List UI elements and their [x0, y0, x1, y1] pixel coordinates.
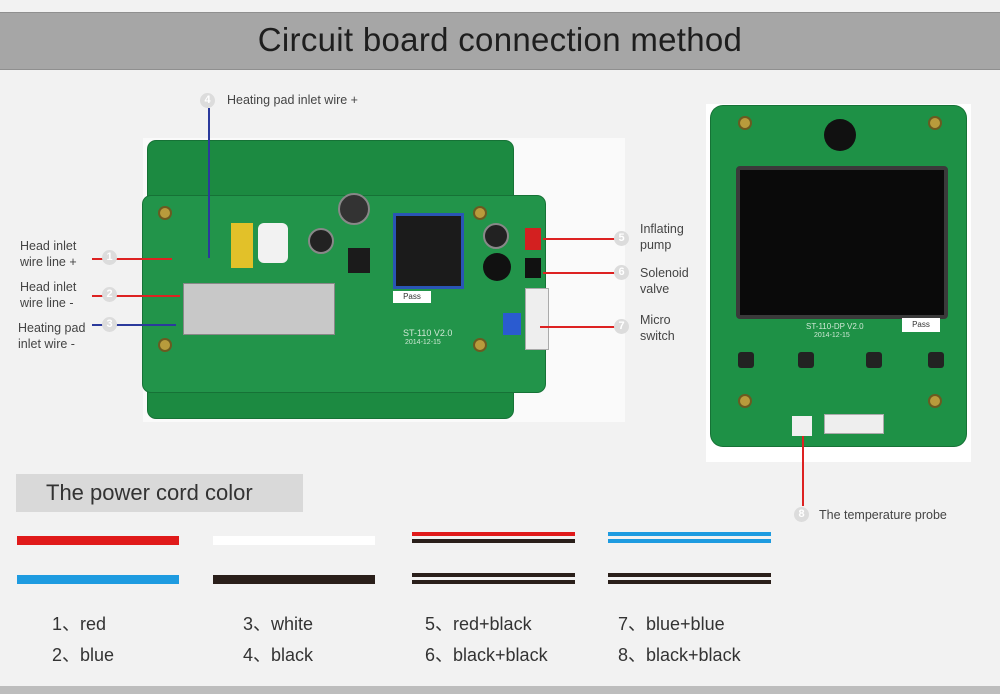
display-board-model: ST-110-DP V2.0	[806, 322, 864, 331]
button	[866, 352, 882, 368]
label-heating-pad-plus: Heating pad inlet wire +	[227, 93, 358, 107]
power-cord-heading: The power cord color	[16, 474, 303, 512]
button	[928, 352, 944, 368]
white-connector	[525, 288, 549, 350]
display-board-photo: ST-110-DP V2.0 2014-12-15 Pass	[706, 104, 971, 462]
label-temperature-probe: The temperature probe	[819, 508, 947, 522]
red-connector	[525, 228, 541, 250]
legend-item-5: 5、red+black	[425, 614, 532, 634]
pass-text: Pass	[912, 320, 930, 329]
ribbon-connector	[824, 414, 884, 434]
main-board-photo: Pass ST-110 V2.0 2014-12-15	[143, 138, 625, 422]
legend-item-3: 3、white	[243, 614, 314, 634]
mounting-hole	[473, 338, 487, 352]
heat-sink	[183, 283, 335, 335]
capacitor	[483, 223, 509, 249]
mounting-hole	[473, 206, 487, 220]
callout-number-2: 2	[102, 287, 117, 302]
capacitor	[308, 228, 334, 254]
relay	[231, 223, 253, 268]
black-connector	[525, 258, 541, 278]
callout-line-7	[540, 326, 615, 328]
mounting-hole	[158, 206, 172, 220]
legend-item-2: 2、blue	[52, 645, 115, 665]
callout-line-5	[543, 238, 615, 240]
callout-line-8	[802, 436, 804, 506]
label-inflating-pump: Inflating pump	[640, 222, 684, 252]
display-board-date: 2014-12-15	[814, 332, 850, 339]
swatch-black	[213, 575, 375, 584]
capacitor	[483, 253, 511, 281]
potentiometer	[258, 223, 288, 263]
swatch-blue	[17, 575, 179, 584]
blue-connector	[503, 313, 521, 335]
callout-line-4	[208, 108, 210, 258]
label-micro-switch: Micro switch	[640, 313, 675, 343]
button	[738, 352, 754, 368]
legend-item-1: 1、red	[52, 614, 107, 634]
swatch-black-black	[412, 573, 575, 584]
callout-number-7: 7	[614, 319, 629, 334]
buzzer	[824, 119, 856, 151]
legend-item-8: 8、black+black	[618, 645, 741, 665]
button	[798, 352, 814, 368]
callout-number-5: 5	[614, 231, 629, 246]
swatch-red	[17, 536, 179, 545]
callout-number-4: 4	[200, 93, 215, 108]
title-banner: Circuit board connection method	[0, 12, 1000, 70]
swatch-red-black	[412, 532, 575, 543]
probe-connector	[792, 416, 812, 436]
callout-number-3: 3	[102, 317, 117, 332]
main-board-date: 2014-12-15	[405, 339, 441, 346]
lcd-screen	[736, 166, 948, 319]
transformer	[393, 213, 464, 289]
label-heating-pad-minus: Heating pad inlet wire -	[18, 321, 86, 351]
callout-line-2	[92, 295, 180, 297]
ic-chip	[348, 248, 370, 273]
callout-line-1	[92, 258, 172, 260]
pass-sticker: Pass	[393, 291, 431, 303]
pass-sticker: Pass	[902, 318, 940, 332]
swatch-white	[213, 536, 375, 545]
pass-text: Pass	[403, 292, 421, 301]
main-board-model: ST-110 V2.0	[403, 328, 453, 338]
swatch-blue-blue	[608, 532, 771, 543]
callout-number-1: 1	[102, 250, 117, 265]
callout-line-3	[92, 324, 176, 326]
legend-item-4: 4、black	[243, 645, 314, 665]
callout-line-6	[543, 272, 615, 274]
legend-item-7: 7、blue+blue	[618, 614, 725, 634]
mounting-hole	[738, 394, 752, 408]
mounting-hole	[158, 338, 172, 352]
capacitor	[338, 193, 370, 225]
mounting-hole	[738, 116, 752, 130]
bottom-border	[0, 686, 1000, 694]
label-solenoid-valve: Solenoid valve	[640, 266, 689, 296]
page-title: Circuit board connection method	[257, 21, 743, 58]
mounting-hole	[928, 116, 942, 130]
section-title: The power cord color	[46, 480, 253, 505]
callout-number-8: 8	[794, 507, 809, 522]
swatch-black-black-2	[608, 573, 771, 584]
callout-number-6: 6	[614, 265, 629, 280]
label-head-inlet-plus: Head inlet wire line +	[20, 239, 77, 269]
label-head-inlet-minus: Head inlet wire line -	[20, 280, 77, 310]
mounting-hole	[928, 394, 942, 408]
legend-item-6: 6、black+black	[425, 645, 548, 665]
